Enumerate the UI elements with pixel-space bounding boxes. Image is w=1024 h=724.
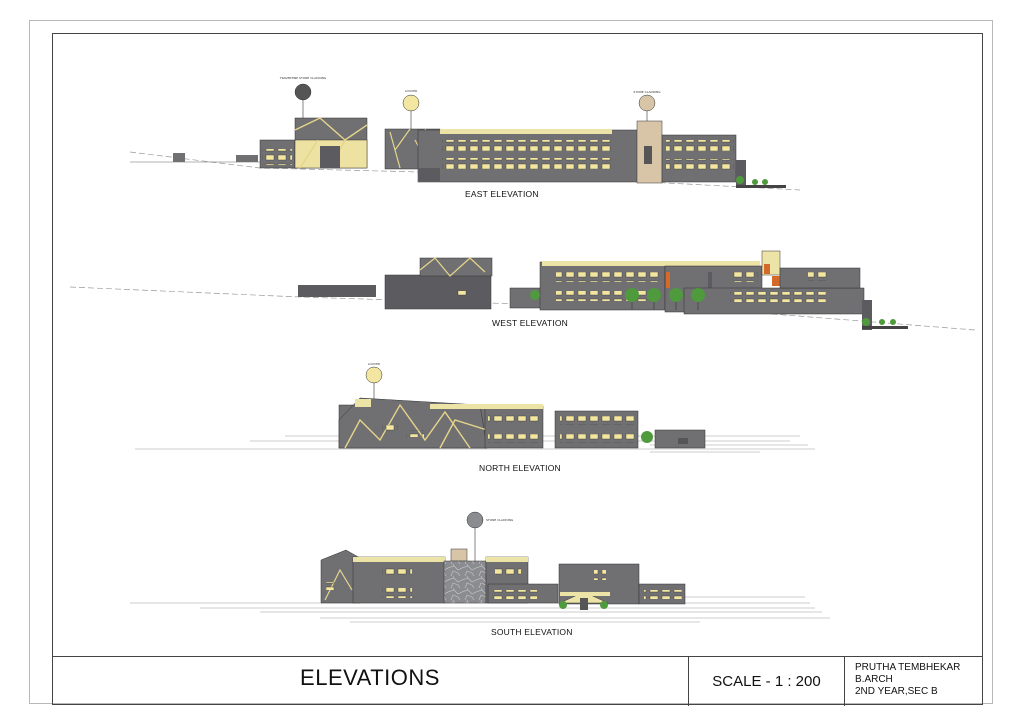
drawing-frame: [52, 33, 983, 705]
author-year-section: 2ND YEAR,SEC B: [855, 686, 938, 697]
east-stone2-callout: STONE CLADDING: [633, 90, 661, 94]
author-course: B.ARCH: [855, 674, 893, 685]
west-elevation: [69, 250, 976, 331]
west-elevation-label: WEST ELEVATION: [492, 318, 569, 328]
south-elevation-label: SOUTH ELEVATION: [491, 627, 573, 637]
east-elevation: TRAVERTINE STONE CLADDING LOUVER STONE C…: [129, 76, 801, 191]
sheet-title: ELEVATIONS: [300, 665, 440, 690]
author-name: PRUTHA TEMBHEKAR: [855, 662, 961, 673]
east-stone-callout: TRAVERTINE STONE CLADDING: [279, 76, 327, 80]
south-elevation: STONE CLADDING: [130, 511, 830, 623]
scale-cell: SCALE - 1 : 200: [689, 657, 845, 706]
title-cell: ELEVATIONS: [52, 657, 689, 706]
east-elevation-label: EAST ELEVATION: [465, 189, 539, 199]
south-stone-callout: STONE CLADDING: [486, 518, 514, 522]
north-elevation: LOUVER: [135, 362, 815, 453]
author-cell: PRUTHA TEMBHEKAR B.ARCH 2ND YEAR,SEC B: [845, 657, 983, 706]
sheet-border: [29, 20, 993, 704]
scale-text: SCALE - 1 : 200: [712, 673, 821, 690]
east-louver-callout: LOUVER: [405, 89, 417, 93]
title-block: ELEVATIONS SCALE - 1 : 200 PRUTHA TEMBHE…: [52, 656, 983, 706]
north-louver-callout: LOUVER: [368, 362, 380, 366]
north-elevation-label: NORTH ELEVATION: [479, 463, 561, 473]
